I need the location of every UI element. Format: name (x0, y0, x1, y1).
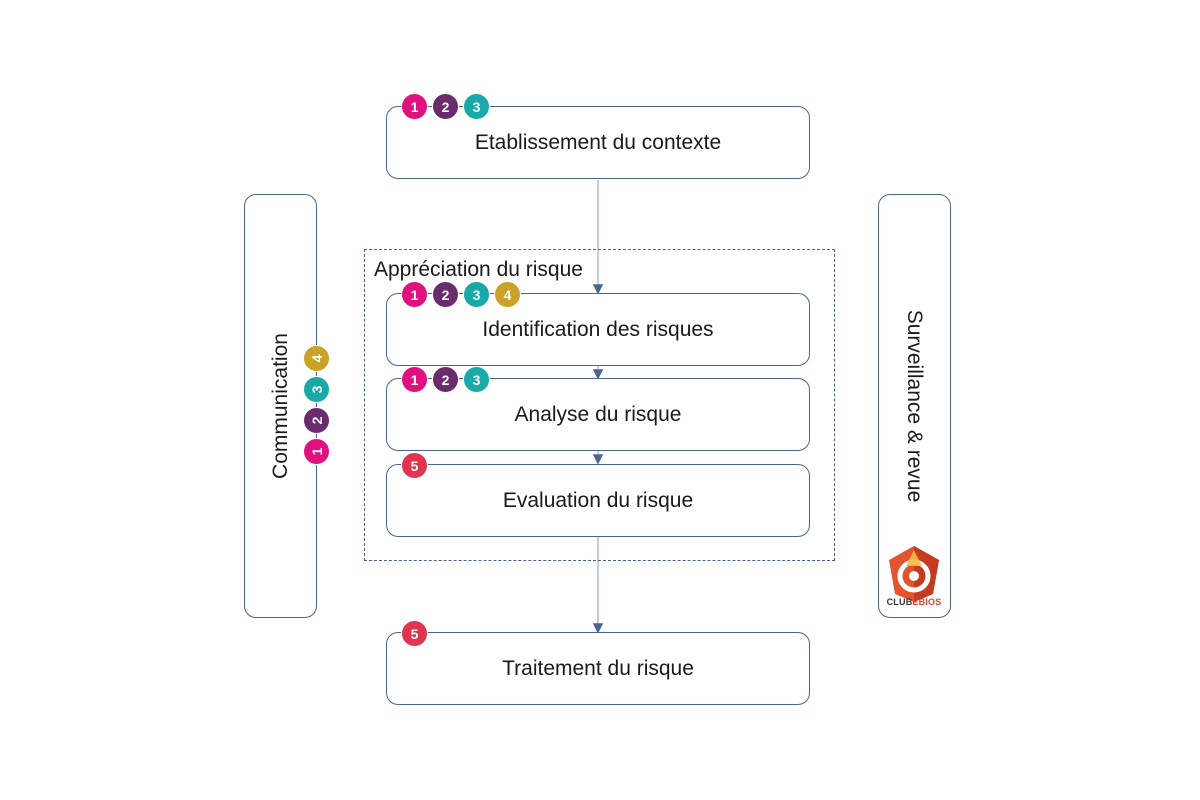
appreciation-group-frame (364, 249, 835, 561)
badge-5: 5 (401, 620, 428, 647)
badge-3: 3 (303, 376, 330, 403)
clubebios-logo-icon (889, 546, 939, 602)
badge-1: 1 (303, 438, 330, 465)
box-contexte[interactable]: Etablissement du contexte (386, 106, 810, 179)
side-communication[interactable] (244, 194, 317, 618)
box-traitement[interactable]: Traitement du risque (386, 632, 810, 705)
badge-1: 1 (401, 366, 428, 393)
box-evaluation[interactable]: Evaluation du risque (386, 464, 810, 537)
badge-2: 2 (303, 407, 330, 434)
box-evaluation-label: Evaluation du risque (502, 488, 694, 512)
box-identification-label: Identification des risques (482, 317, 714, 341)
badge-2: 2 (432, 281, 459, 308)
appreciation-group-title: Appréciation du risque (374, 258, 583, 281)
box-identification[interactable]: Identification des risques (386, 293, 810, 366)
clubebios-logo-text: CLUBEBIOS (878, 597, 950, 607)
badge-4: 4 (303, 345, 330, 372)
badge-5: 5 (401, 452, 428, 479)
side-surveillance-label: Surveillance & revue (903, 309, 926, 503)
badges-evaluation: 5 (401, 452, 428, 479)
badge-3: 3 (463, 281, 490, 308)
side-communication-label: Communication (269, 333, 292, 479)
box-analyse-label: Analyse du risque (514, 402, 682, 426)
box-traitement-label: Traitement du risque (502, 656, 694, 680)
logo-prefix: CLUB (886, 597, 913, 607)
badge-1: 1 (401, 93, 428, 120)
badges-communication: 1 2 3 4 (303, 345, 330, 465)
logo-suffix: EBIOS (912, 597, 942, 607)
badges-traitement: 5 (401, 620, 428, 647)
badge-2: 2 (432, 93, 459, 120)
badge-2: 2 (432, 366, 459, 393)
badge-4: 4 (494, 281, 521, 308)
badge-3: 3 (463, 93, 490, 120)
badge-1: 1 (401, 281, 428, 308)
box-contexte-label: Etablissement du contexte (474, 130, 722, 154)
box-analyse[interactable]: Analyse du risque (386, 378, 810, 451)
badge-3: 3 (463, 366, 490, 393)
